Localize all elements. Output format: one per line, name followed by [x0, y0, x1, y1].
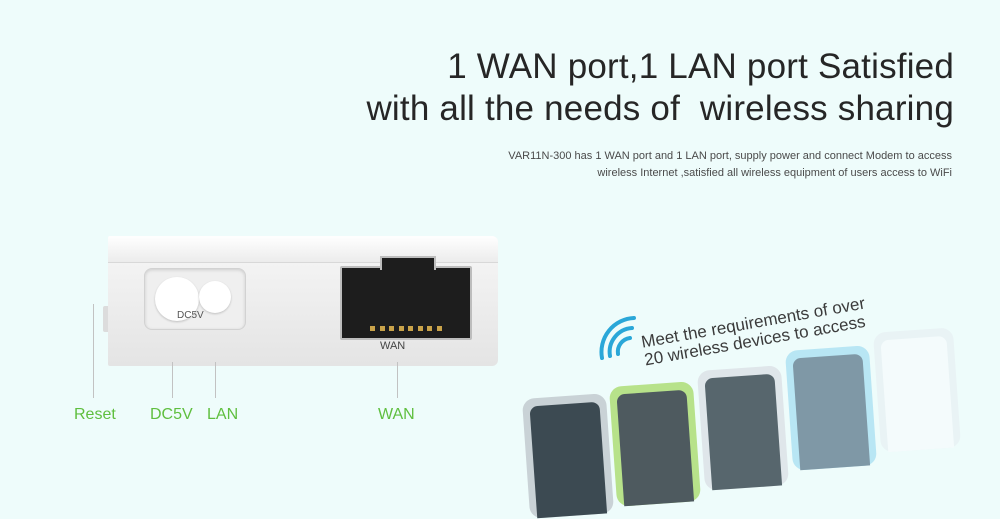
headline-line-2: with all the needs of wireless sharing [366, 89, 954, 128]
wifi-icon [599, 316, 636, 360]
reset-label: Reset [74, 406, 116, 423]
power-plug-circle [155, 277, 199, 321]
dc5v-callout-line [172, 362, 173, 398]
router-device: DC5V WAN [103, 236, 498, 366]
reset-callout-line [93, 304, 94, 398]
description-line-1: VAR11N-300 has 1 WAN port and 1 LAN port… [508, 150, 952, 162]
dc-port-label: DC5V [177, 310, 204, 321]
headline: 1 WAN port,1 LAN port Satisfied with all… [254, 46, 954, 130]
wan-port [340, 256, 472, 340]
wan-port-notch [380, 256, 436, 270]
phone-silver [696, 365, 790, 491]
wan-label: WAN [378, 406, 415, 423]
wan-port-pins [370, 326, 442, 332]
description-line-2: wireless Internet ,satisfied all wireles… [597, 167, 952, 179]
wan-port-label: WAN [380, 340, 406, 352]
headline-line-1: 1 WAN port,1 LAN port Satisfied [447, 47, 954, 86]
phone-gray [521, 393, 615, 519]
lan-label: LAN [207, 406, 239, 423]
phone-white [872, 327, 962, 453]
router-top-edge [108, 236, 498, 263]
lan-callout-line [215, 362, 216, 398]
phone-green [608, 381, 702, 507]
power-plug-circle [199, 281, 231, 313]
phone-blue [784, 345, 878, 471]
dc5v-label: DC5V [150, 406, 193, 423]
description: VAR11N-300 has 1 WAN port and 1 LAN port… [392, 148, 952, 182]
wan-callout-line [397, 362, 398, 398]
reset-button [103, 306, 108, 332]
dc-power-port: DC5V [144, 268, 246, 330]
